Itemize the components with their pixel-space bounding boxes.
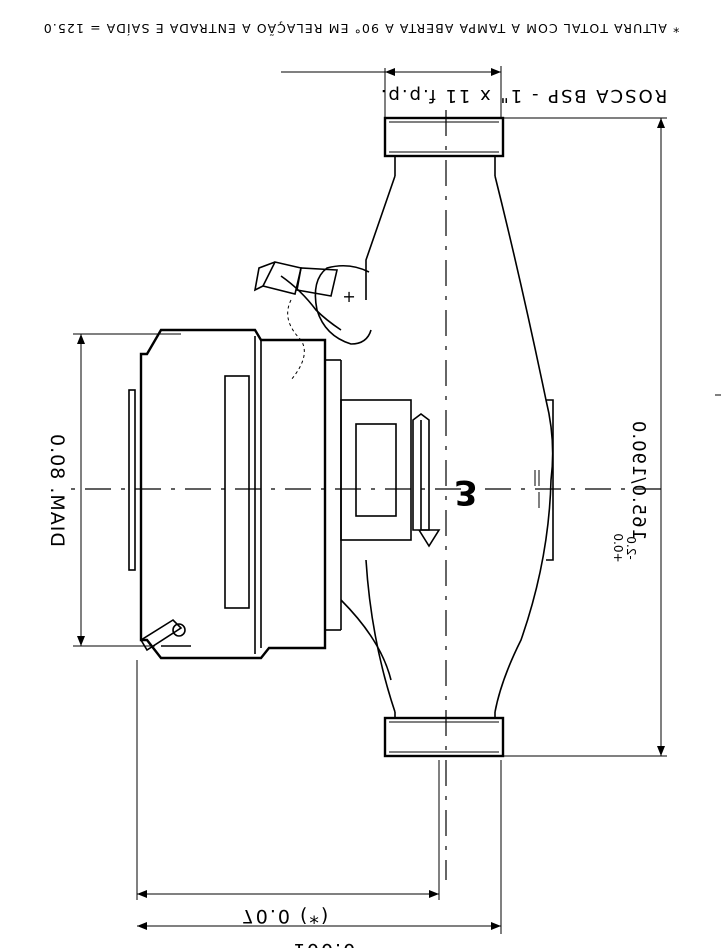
- register-window: [340, 399, 412, 541]
- register-housing: [128, 328, 342, 660]
- flow-number: 3: [454, 472, 478, 512]
- thread-note: ROSCA BSP - 1" x 11 f.p.p.: [379, 85, 667, 106]
- inlet-thread: [383, 116, 505, 158]
- height-total-label: 100.0: [293, 939, 357, 948]
- diameter-label: DIAM. 80.0: [46, 433, 68, 547]
- length-label: 165.0/190.0: [628, 420, 649, 540]
- seal-assembly: +: [253, 261, 372, 381]
- header-note: * ALTURA TOTAL COM A TAMPA ABERTA A 90° …: [43, 21, 680, 36]
- outlet-thread: [383, 716, 505, 758]
- svg-text:+: +: [342, 287, 355, 306]
- length-tol-lower: -2.0: [624, 536, 638, 559]
- flow-indicator: [340, 399, 441, 548]
- height-open-label: 70.0 (*): [242, 905, 331, 927]
- length-tol-upper: +0.0: [611, 533, 625, 562]
- meter-body: [365, 116, 554, 758]
